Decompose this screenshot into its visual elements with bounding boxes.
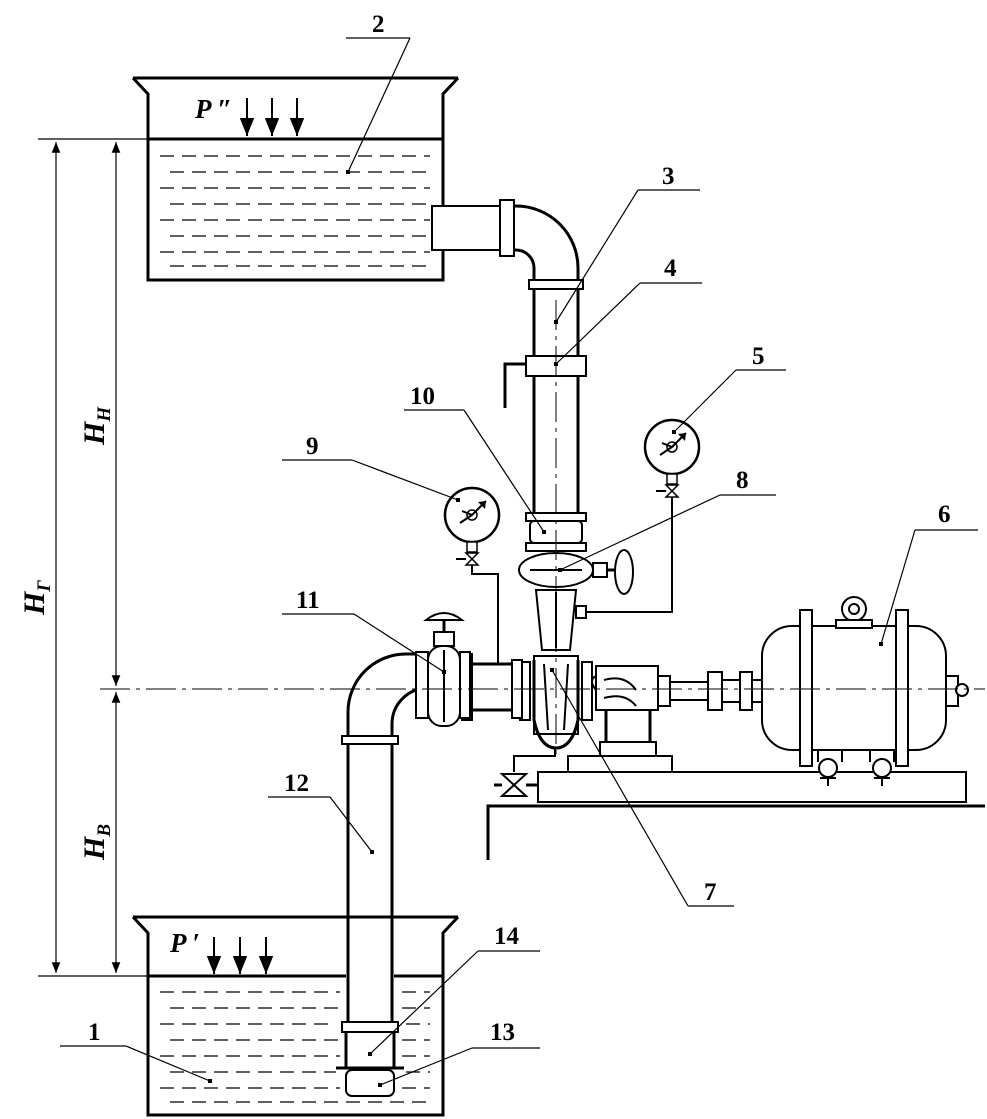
callout-11-number: 11 xyxy=(296,587,320,614)
callout-6-number: 6 xyxy=(938,501,951,528)
callout-2-number: 2 xyxy=(372,11,385,38)
centrifugal-pump xyxy=(513,589,763,773)
suction-vacuum-gauge xyxy=(443,486,501,664)
suction-valve xyxy=(415,612,471,727)
callout-14-number: 14 xyxy=(494,923,520,950)
callout-1-number: 1 xyxy=(88,1019,101,1046)
flow-meter-ring xyxy=(503,355,587,408)
callout-7: 7 xyxy=(550,668,734,907)
suction-height-subscript: В xyxy=(94,824,115,838)
geodetic-height-subscript: Г xyxy=(34,580,55,593)
discharge-height-subscript: Н xyxy=(94,406,115,423)
geodetic-height-symbol: H xyxy=(18,590,51,616)
discharge-height-label: HН xyxy=(78,406,115,446)
callout-4: 4 xyxy=(554,255,702,366)
callout-3: 3 xyxy=(554,163,700,324)
callout-1: 1 xyxy=(60,1019,212,1083)
callout-10: 10 xyxy=(404,383,546,534)
upper-reservoir: P ″ xyxy=(131,76,503,282)
foot-valve xyxy=(336,1021,404,1070)
callout-4-number: 4 xyxy=(664,255,677,282)
callout-5: 5 xyxy=(672,343,786,434)
callout-3-number: 3 xyxy=(662,163,675,190)
drain-valve xyxy=(494,773,538,797)
suction-height-symbol: H xyxy=(78,835,111,861)
callout-8-number: 8 xyxy=(736,467,749,494)
upper-pressure-arrows xyxy=(239,98,305,136)
callout-9: 9 xyxy=(282,433,460,502)
discharge-valve xyxy=(518,549,634,595)
lower-pressure-arrows xyxy=(206,937,274,974)
callout-13-number: 13 xyxy=(490,1019,515,1046)
discharge-height-symbol: H xyxy=(78,420,111,446)
callout-10-number: 10 xyxy=(410,383,435,410)
base-plate xyxy=(486,771,985,860)
strainer xyxy=(345,1069,395,1097)
discharge-pipe xyxy=(499,199,584,515)
lower-water-hatch xyxy=(160,991,430,1103)
callout-11: 11 xyxy=(282,587,446,674)
lower-reservoir: P ′ xyxy=(131,915,460,1117)
electric-motor xyxy=(761,596,969,786)
suction-height-label: HВ xyxy=(78,824,115,861)
upper-water-hatch xyxy=(160,155,430,267)
callout-14: 14 xyxy=(368,923,540,1056)
callout-9-number: 9 xyxy=(306,433,319,460)
callout-7-number: 7 xyxy=(704,879,717,906)
geodetic-height-label: HГ xyxy=(18,580,55,616)
callout-6: 6 xyxy=(879,501,978,646)
lower-pressure-label: P ′ xyxy=(169,928,200,958)
callout-2: 2 xyxy=(346,11,411,174)
callout-13: 13 xyxy=(378,1019,540,1087)
discharge-pressure-gauge xyxy=(586,418,701,613)
callout-12: 12 xyxy=(268,770,374,854)
callout-8: 8 xyxy=(558,467,776,572)
callout-5-number: 5 xyxy=(752,343,765,370)
upper-pressure-label: P ″ xyxy=(194,94,232,124)
callout-12-number: 12 xyxy=(284,770,309,797)
